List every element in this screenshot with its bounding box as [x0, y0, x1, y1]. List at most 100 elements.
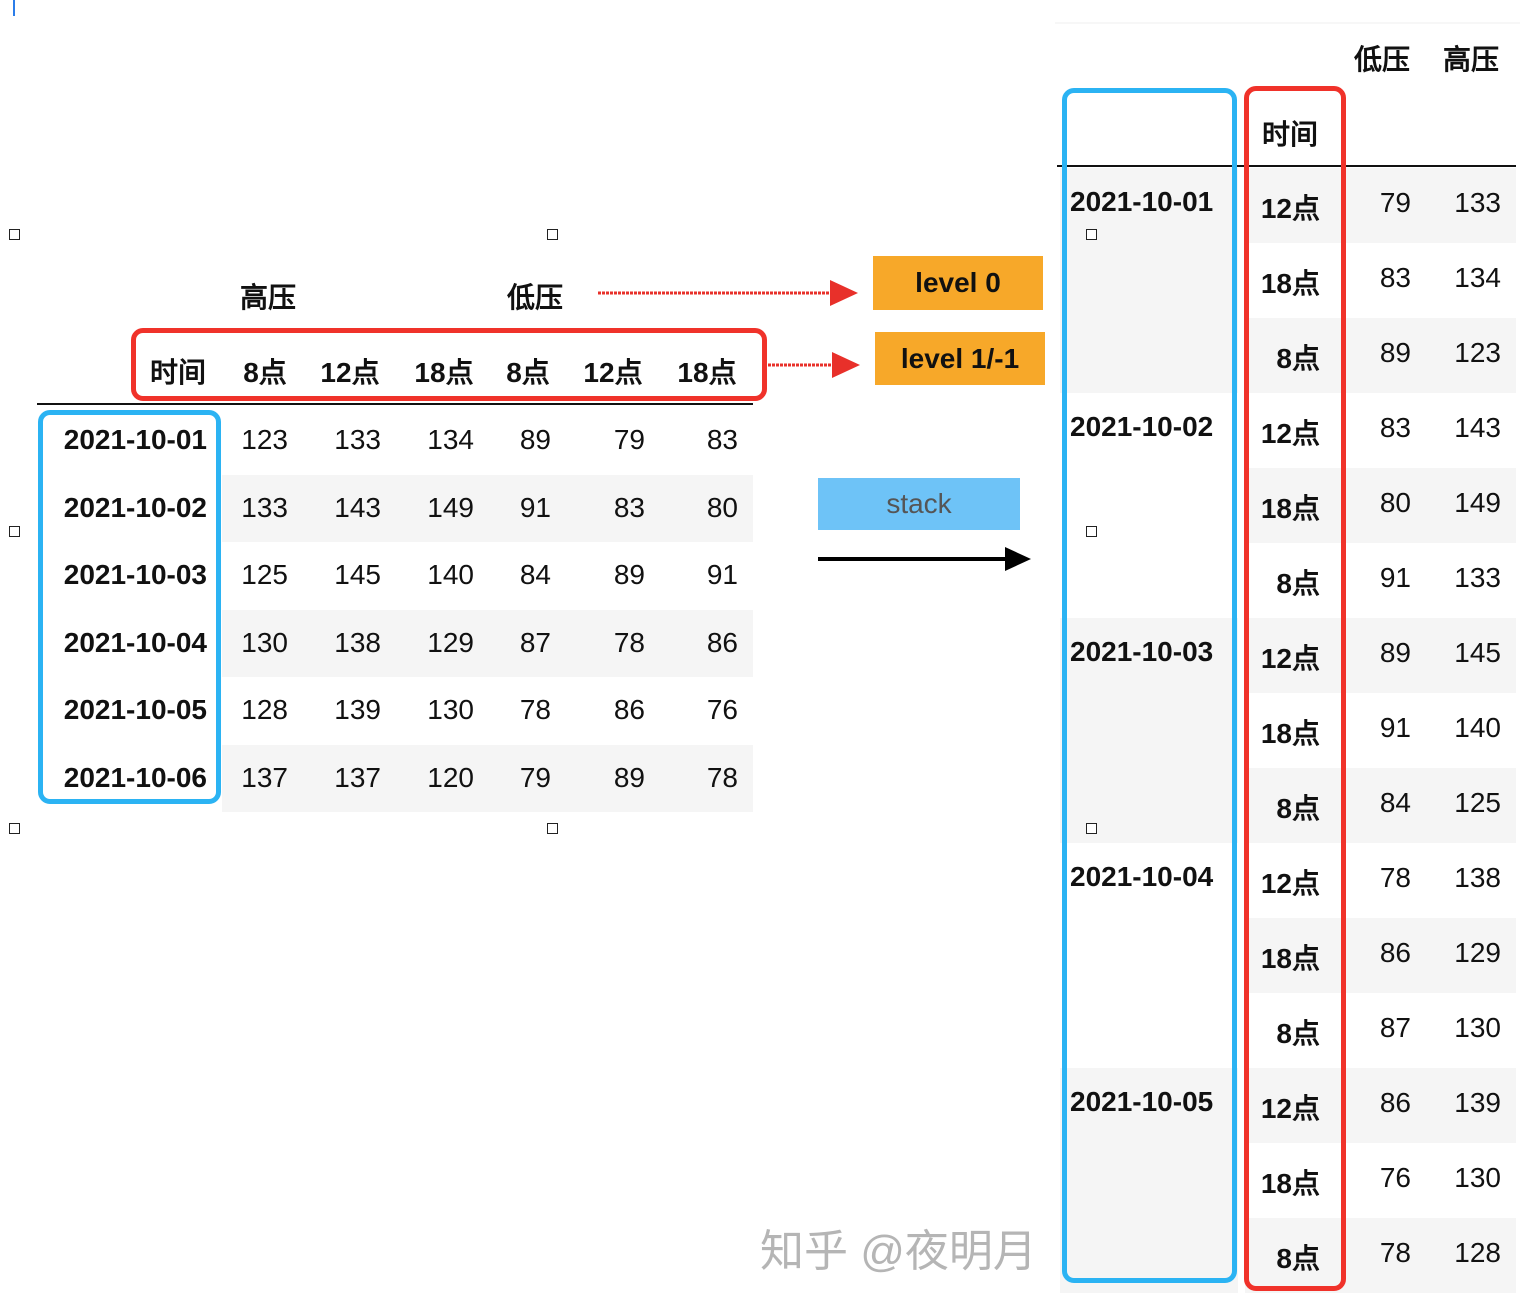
black-arrow-stack: [818, 547, 1031, 571]
cell-value: 145: [334, 559, 381, 590]
header-level1-col: 18点: [414, 357, 474, 388]
cell-high: 123: [1454, 337, 1501, 368]
cell-value: 129: [427, 626, 474, 658]
cell-low: 89: [1379, 337, 1411, 368]
selection-handle: [9, 526, 20, 537]
time-index: 18点: [1260, 268, 1320, 299]
cell-low: 87: [1379, 1012, 1411, 1043]
cell-value: 86: [706, 626, 738, 658]
cell-value: 137: [334, 761, 381, 793]
row-stripe: [1245, 918, 1516, 993]
cell-high: 130: [1454, 1012, 1501, 1043]
cell-value: 79: [519, 761, 551, 793]
header-level1-col: 12点: [583, 357, 643, 388]
right-table-bg-top: [1055, 22, 1520, 24]
cell-low: 78: [1379, 1237, 1411, 1268]
date-index: 2021-10-05: [1070, 1086, 1214, 1117]
cell-value: 84: [519, 559, 551, 590]
cell-high: 140: [1454, 712, 1501, 743]
cell-high: 130: [1454, 1162, 1501, 1193]
row-stripe: [1245, 618, 1516, 693]
cell-value: 83: [613, 491, 645, 523]
cell-low: 83: [1379, 262, 1411, 293]
cell-value: 78: [706, 761, 738, 793]
row-index: 2021-10-02: [63, 491, 207, 523]
header-rule: [37, 403, 753, 405]
cell-value: 86: [613, 694, 645, 725]
cell-value: 130: [427, 694, 474, 725]
selection-handle: [547, 229, 558, 240]
level1-tag: level 1/-1: [875, 332, 1045, 385]
cell-value: 78: [613, 626, 645, 658]
cell-value: 125: [241, 559, 288, 590]
cell-high: 133: [1454, 187, 1501, 218]
row-index: 2021-10-04: [63, 626, 207, 658]
cell-high: 138: [1454, 862, 1501, 893]
selection-handle: [1086, 823, 1097, 834]
time-index: 8点: [1276, 1018, 1320, 1049]
cell-value: 149: [427, 491, 474, 523]
row-index: 2021-10-05: [63, 694, 207, 725]
group-stripe: [1060, 618, 1238, 843]
cell-value: 83: [706, 424, 738, 455]
cell-value: 89: [613, 761, 645, 793]
time-index: 8点: [1276, 793, 1320, 824]
time-index: 12点: [1260, 1093, 1320, 1124]
header-level1-name: 时间: [150, 357, 207, 388]
header-rule: [1057, 165, 1516, 167]
cell-high: 125: [1454, 787, 1501, 818]
cell-low: 78: [1379, 862, 1411, 893]
row-index: 2021-10-03: [63, 559, 207, 590]
selection-handle: [9, 823, 20, 834]
header-level0-low: 低压: [506, 282, 563, 313]
cell-high: 128: [1454, 1237, 1501, 1268]
cell-low: 76: [1379, 1162, 1411, 1193]
cell-value: 133: [334, 424, 381, 455]
time-index: 12点: [1260, 418, 1320, 449]
level0-tag: level 0: [873, 256, 1043, 310]
cell-low: 84: [1379, 787, 1411, 818]
header-level1-col: 8点: [506, 357, 550, 388]
row-stripe: [1245, 318, 1516, 393]
right-date-index-highlight: [1062, 88, 1237, 1283]
row-stripe: [1245, 768, 1516, 843]
time-index: 12点: [1260, 643, 1320, 674]
cell-high: 133: [1454, 562, 1501, 593]
cell-value: 91: [706, 559, 738, 590]
cell-low: 91: [1379, 562, 1411, 593]
right-time-index-highlight: [1244, 86, 1346, 1291]
cell-low: 86: [1379, 937, 1411, 968]
time-index: 18点: [1260, 718, 1320, 749]
group-stripe: [1060, 1068, 1238, 1293]
time-index: 12点: [1260, 868, 1320, 899]
row-index: 2021-10-06: [63, 761, 207, 793]
cell-low: 80: [1379, 487, 1411, 518]
cell-low: 91: [1379, 712, 1411, 743]
col-header-low: 低压: [1353, 44, 1410, 75]
cell-value: 89: [519, 424, 551, 455]
row-stripe: [222, 609, 753, 677]
red-arrow-level0: [598, 280, 858, 306]
time-index: 8点: [1276, 343, 1320, 374]
date-index: 2021-10-01: [1070, 186, 1214, 217]
watermark: 知乎 @夜明月: [760, 1227, 1037, 1276]
cell-low: 89: [1379, 637, 1411, 668]
time-index: 12点: [1260, 193, 1320, 224]
cell-value: 138: [334, 626, 381, 658]
cell-value: 87: [519, 626, 551, 658]
cell-value: 130: [241, 626, 288, 658]
cell-low: 86: [1379, 1087, 1411, 1118]
selection-handle: [9, 229, 20, 240]
cell-value: 120: [427, 761, 474, 793]
cell-high: 134: [1454, 262, 1501, 293]
row-stripe: [1245, 1218, 1516, 1293]
cell-value: 123: [241, 424, 288, 455]
date-index: 2021-10-02: [1070, 411, 1214, 442]
selection-handle: [1086, 229, 1097, 240]
cell-value: 139: [334, 694, 381, 725]
row-stripe: [222, 744, 753, 812]
selection-handle: [1086, 526, 1097, 537]
time-index: 18点: [1260, 1168, 1320, 1199]
header-level1-col: 12点: [320, 357, 380, 388]
